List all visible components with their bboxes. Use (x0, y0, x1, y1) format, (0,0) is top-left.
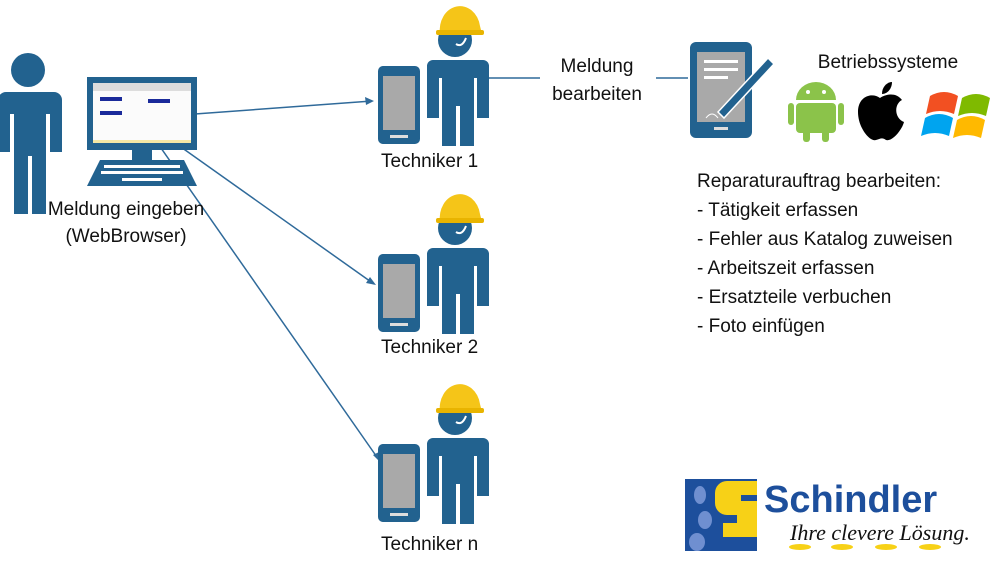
task-item: - Ersatzteile verbuchen (697, 287, 891, 308)
technician-label: Techniker n (381, 534, 478, 555)
technician-label: Techniker 2 (381, 337, 478, 358)
user-icon (0, 53, 62, 214)
technician-1 (377, 5, 490, 147)
schindler-logo: Schindler Ihre clevere Lösung. (685, 479, 970, 551)
edit-step-line1: Meldung (561, 56, 634, 77)
tablet-pen-icon (690, 42, 776, 138)
task-item: - Arbeitszeit erfassen (697, 258, 874, 279)
task-item: - Foto einfügen (697, 316, 825, 337)
task-item: - Fehler aus Katalog zuweisen (697, 229, 953, 250)
android-icon (788, 82, 844, 142)
technician-n (377, 383, 490, 525)
technician-label: Techniker 1 (381, 151, 478, 172)
task-item: - Tätigkeit erfassen (697, 200, 858, 221)
edit-step-line2: bearbeiten (552, 84, 642, 105)
os-title: Betriebssysteme (818, 52, 958, 73)
computer-icon (87, 77, 197, 186)
user-label-line1: Meldung eingeben (48, 199, 204, 220)
tasks-title: Reparaturauftrag bearbeiten: (697, 171, 941, 192)
technician-2 (377, 193, 490, 335)
logo-slogan: Ihre clevere Lösung. (789, 520, 970, 545)
user-label-line2: (WebBrowser) (65, 226, 186, 247)
apple-icon (858, 82, 904, 141)
windows-icon (921, 92, 990, 138)
logo-name: Schindler (764, 479, 937, 521)
